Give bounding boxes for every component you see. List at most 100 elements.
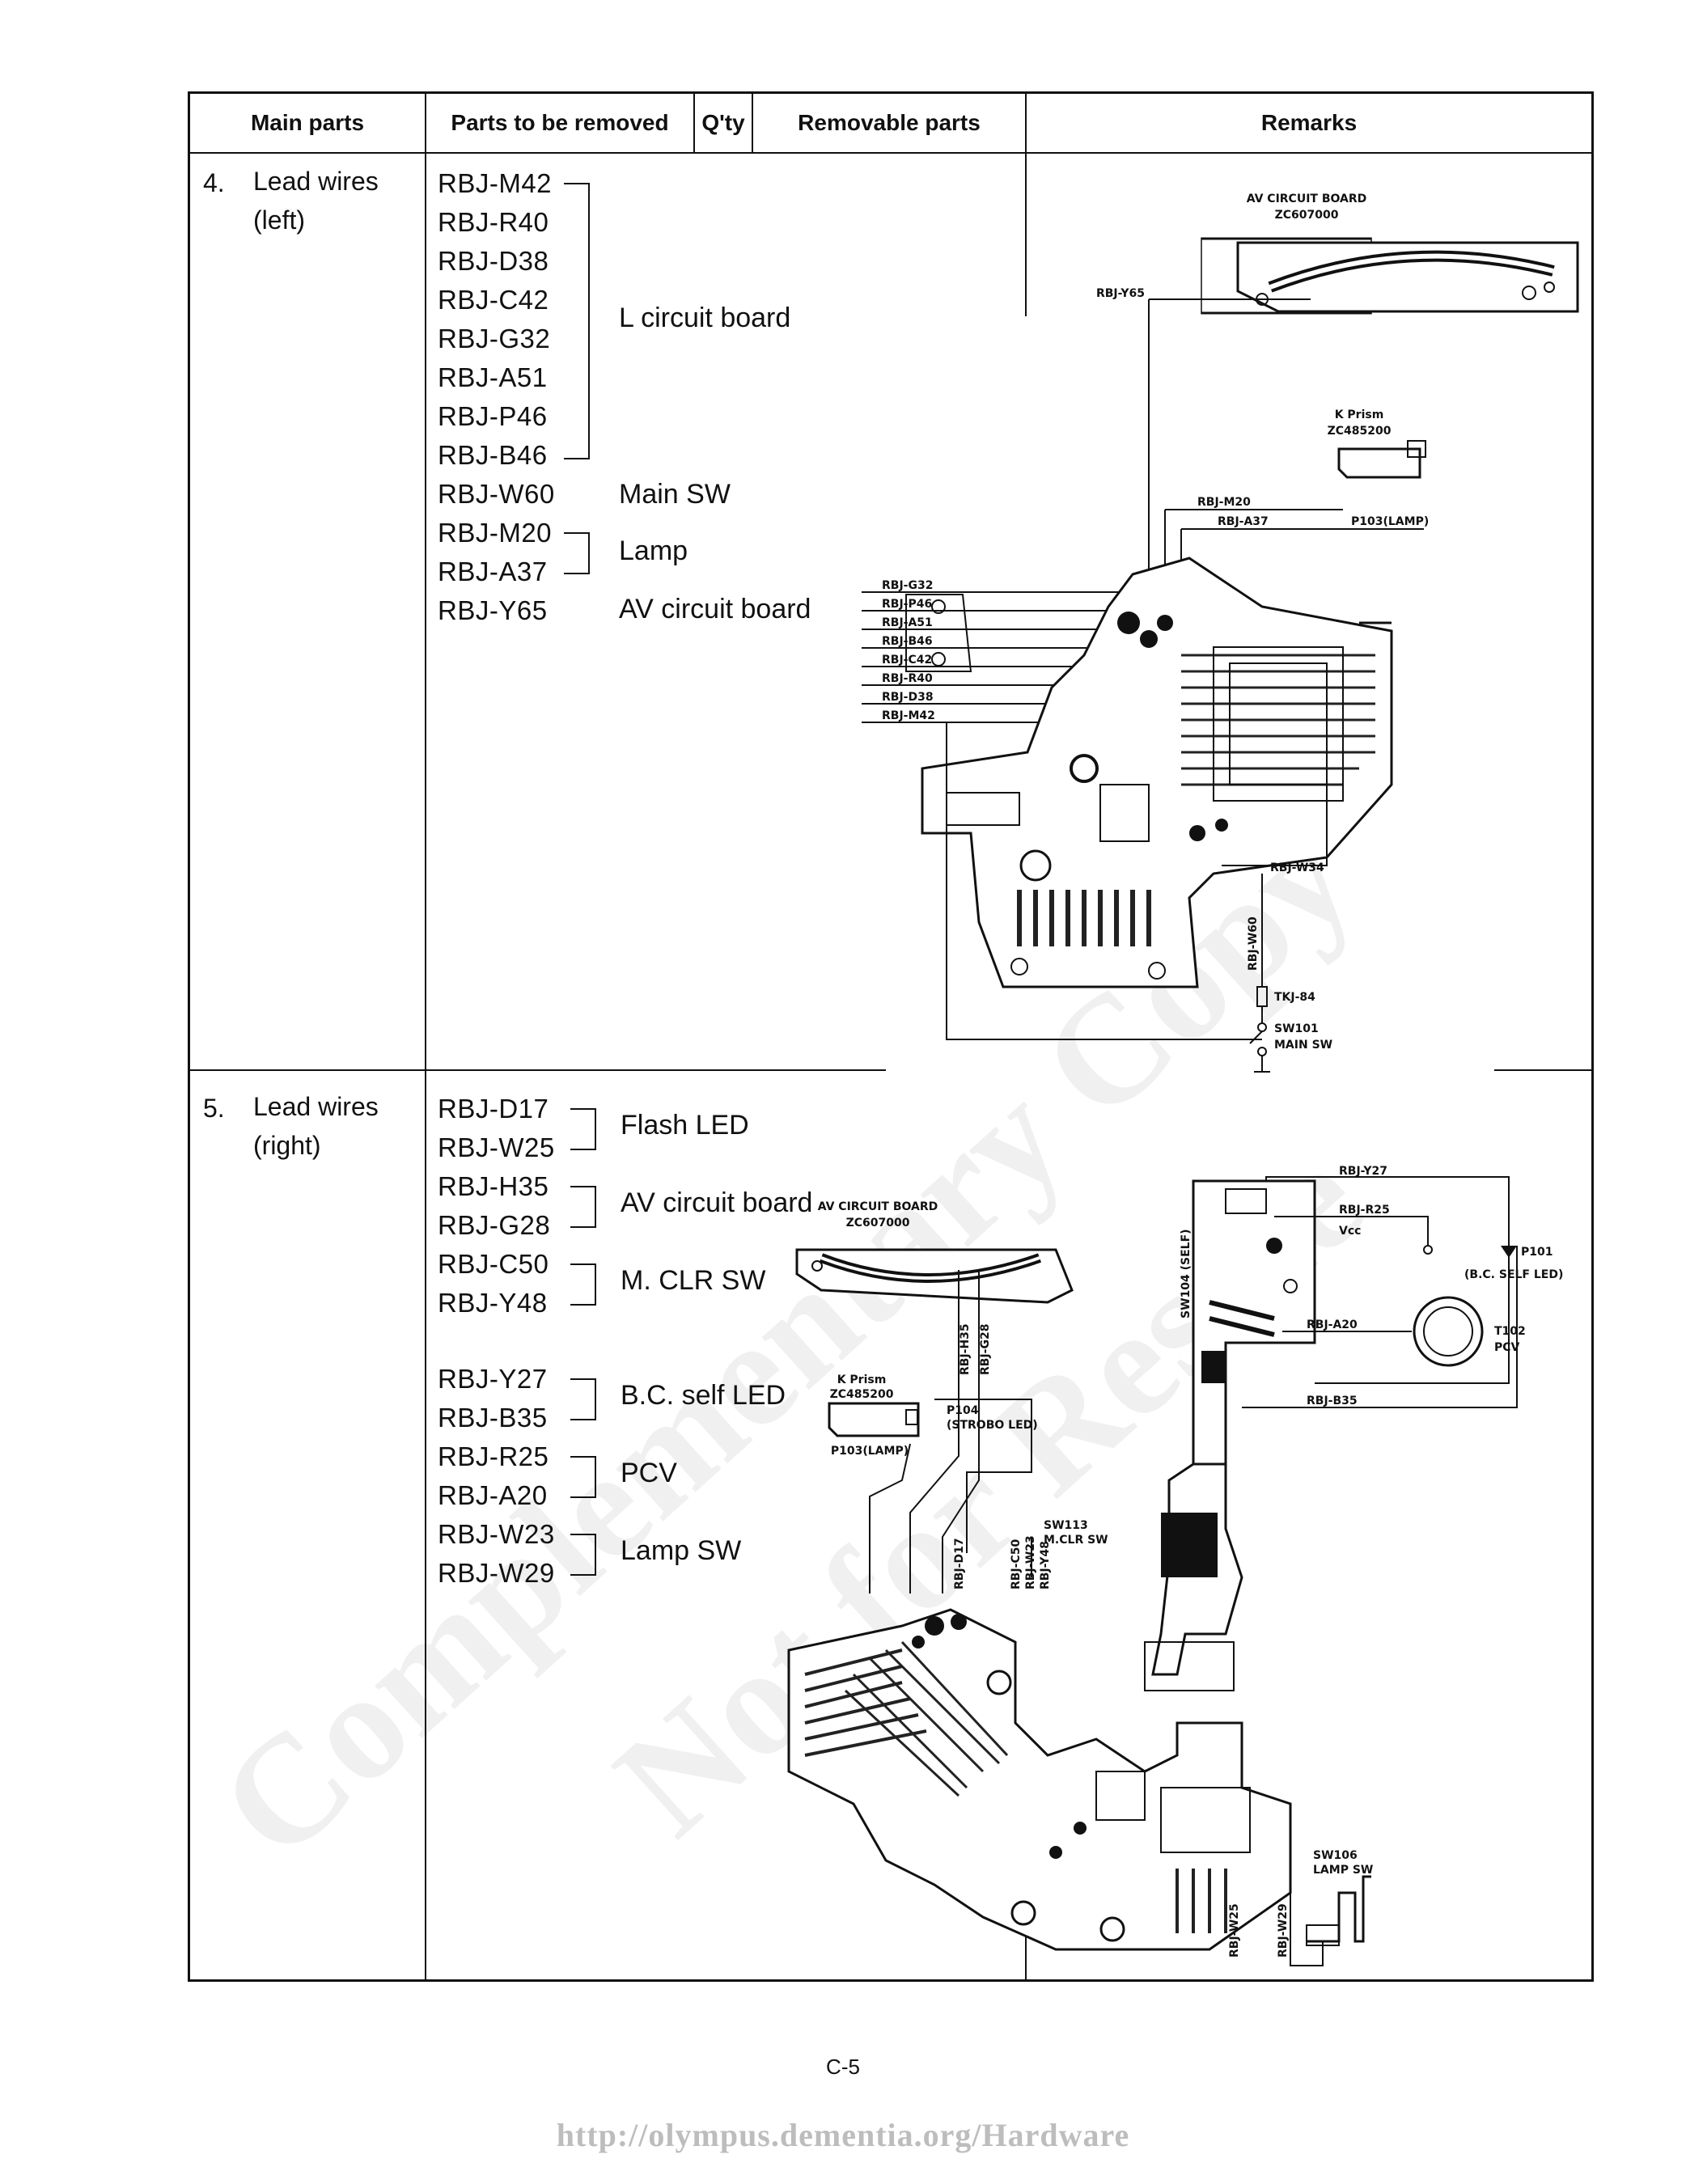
lamp-sw-part bbox=[1306, 1875, 1371, 1946]
part: RBJ-C50 bbox=[438, 1249, 549, 1279]
p101-label: P101 bbox=[1521, 1246, 1553, 1259]
wire-y27-label: RBJ-Y27 bbox=[1339, 1165, 1387, 1178]
wire-w25-label: RBJ-W25 bbox=[1228, 1903, 1241, 1958]
wire-g28-label: RBJ-G28 bbox=[979, 1324, 992, 1375]
wire-w29-label: RBJ-W29 bbox=[1277, 1903, 1290, 1958]
part: RBJ-D17 bbox=[438, 1094, 549, 1124]
wire-h35-label: RBJ-H35 bbox=[959, 1323, 972, 1375]
k-prism-code: ZC485200 bbox=[1328, 425, 1392, 438]
page-number: C-5 bbox=[826, 2055, 860, 2079]
col-divider-1 bbox=[425, 94, 426, 1979]
sw113-label: SW113 bbox=[1044, 1519, 1088, 1532]
main-flex-board bbox=[787, 1608, 1292, 1951]
wire-a37-label: RBJ-A37 bbox=[1218, 515, 1269, 528]
wire-label: RBJ-D38 bbox=[882, 691, 934, 704]
part: RBJ-A51 bbox=[438, 362, 548, 392]
p104-label: P104 bbox=[947, 1404, 979, 1417]
group-mclr-sw: M. CLR SW bbox=[621, 1265, 766, 1296]
strobo-label: (STROBO LED) bbox=[947, 1419, 1038, 1432]
group-lamp: Lamp bbox=[619, 535, 688, 566]
col-divider-3 bbox=[752, 94, 753, 152]
tkj-label: TKJ-84 bbox=[1274, 991, 1315, 1004]
group-bc-self-led: B.C. self LED bbox=[621, 1380, 786, 1411]
bracket-flash bbox=[570, 1108, 596, 1150]
wire-w60-label: RBJ-W60 bbox=[1247, 916, 1260, 971]
wire-d17-label: RBJ-D17 bbox=[953, 1538, 966, 1589]
wire-label: RBJ-G32 bbox=[882, 579, 933, 592]
bracket-mclr bbox=[570, 1263, 596, 1306]
part: RBJ-Y48 bbox=[438, 1288, 548, 1318]
av-circuit-board-shape-2 bbox=[795, 1248, 1074, 1304]
part: RBJ-A37 bbox=[438, 557, 548, 586]
item4-name-line1: Lead wires bbox=[253, 167, 379, 196]
main-sw-label: MAIN SW bbox=[1274, 1039, 1332, 1052]
source-url: http://olympus.dementia.org/Hardware bbox=[556, 2117, 1130, 2153]
k-prism-label: K Prism bbox=[1335, 408, 1384, 421]
bracket-bc bbox=[570, 1378, 596, 1420]
part: RBJ-D38 bbox=[438, 246, 549, 276]
disassembly-table: Main parts Parts to be removed Q'ty Remo… bbox=[188, 91, 1594, 1982]
part: RBJ-R25 bbox=[438, 1441, 549, 1471]
group-av-circuit-board: AV circuit board bbox=[619, 594, 811, 624]
wire-a20-label: RBJ-A20 bbox=[1307, 1318, 1358, 1331]
sw106-label: SW106 bbox=[1313, 1849, 1358, 1862]
wire-label: RBJ-P46 bbox=[882, 598, 932, 611]
wire-list-left: RBJ-G32 RBJ-P46 RBJ-A51 RBJ-B46 RBJ-C42 … bbox=[862, 579, 1149, 723]
mclr-label: M.CLR SW bbox=[1044, 1534, 1108, 1547]
p103-label-2: P103(LAMP) bbox=[831, 1445, 909, 1458]
wire-label: RBJ-M42 bbox=[882, 709, 935, 722]
part: RBJ-H35 bbox=[438, 1171, 549, 1201]
header-remarks: Remarks bbox=[1260, 110, 1358, 135]
lead-wires-left-diagram: AV CIRCUIT BOARD ZC607000 RBJ-Y65 K Pris… bbox=[862, 193, 1579, 1073]
lamp-sw-label: LAMP SW bbox=[1313, 1864, 1373, 1877]
part: RBJ-G32 bbox=[438, 324, 551, 353]
row-divider bbox=[190, 1069, 886, 1071]
k-prism-label-2: K Prism bbox=[837, 1373, 887, 1386]
bracket-pcv bbox=[570, 1456, 596, 1498]
item5-name: Lead wires (right) bbox=[253, 1087, 379, 1165]
bracket-l-board bbox=[564, 183, 590, 459]
wire-y65-label: RBJ-Y65 bbox=[1096, 287, 1145, 300]
av-board-label-2: AV CIRCUIT BOARD bbox=[818, 1200, 938, 1213]
bracket-av bbox=[570, 1186, 596, 1228]
vertical-flex-board bbox=[1144, 1462, 1243, 1691]
item4-number: 4. bbox=[203, 168, 225, 197]
wire-c50-label: RBJ-C50 bbox=[1010, 1539, 1023, 1589]
vcc-label: Vcc bbox=[1339, 1225, 1361, 1238]
wire-y48-label: RBJ-Y48 bbox=[1039, 1541, 1052, 1589]
group-main-sw: Main SW bbox=[619, 479, 731, 510]
k-prism-board-2 bbox=[828, 1402, 920, 1437]
item5-number: 5. bbox=[203, 1094, 225, 1123]
part: RBJ-Y65 bbox=[438, 595, 548, 625]
k-prism-board bbox=[1337, 440, 1426, 479]
sw104-label: SW104 (SELF) bbox=[1180, 1229, 1192, 1318]
wire-b35-label: RBJ-B35 bbox=[1307, 1395, 1358, 1407]
header-main-parts: Main parts bbox=[250, 110, 365, 135]
self-flex-board bbox=[1192, 1179, 1316, 1466]
part: RBJ-B35 bbox=[438, 1403, 548, 1433]
part: RBJ-M20 bbox=[438, 518, 553, 548]
l-circuit-board bbox=[905, 557, 1393, 988]
part: RBJ-W23 bbox=[438, 1519, 555, 1549]
col-divider-4 bbox=[1025, 94, 1027, 316]
bc-self-label: (B.C. SELF LED) bbox=[1464, 1268, 1563, 1281]
wire-label: RBJ-R40 bbox=[882, 672, 933, 685]
group-av-circuit-board-2: AV circuit board bbox=[621, 1187, 813, 1218]
wire-label: RBJ-B46 bbox=[882, 635, 933, 648]
group-lamp-sw: Lamp SW bbox=[621, 1535, 742, 1566]
wire-w34-label: RBJ-W34 bbox=[1270, 861, 1324, 874]
k-prism-code-2: ZC485200 bbox=[830, 1388, 894, 1401]
item5-name-line2: (right) bbox=[253, 1131, 321, 1160]
pcv-label: PCV bbox=[1494, 1341, 1520, 1354]
wire-w23-label: RBJ-W23 bbox=[1024, 1535, 1037, 1589]
wire-r25-label: RBJ-R25 bbox=[1339, 1204, 1390, 1217]
part: RBJ-Y27 bbox=[438, 1364, 548, 1394]
part: RBJ-M42 bbox=[438, 168, 553, 198]
wire-label: RBJ-C42 bbox=[882, 654, 932, 667]
part: RBJ-W60 bbox=[438, 479, 555, 509]
av-board-code-2: ZC607000 bbox=[846, 1217, 910, 1230]
group-l-circuit-board: L circuit board bbox=[619, 303, 791, 333]
bracket-lamp bbox=[564, 532, 590, 574]
part: RBJ-C42 bbox=[438, 285, 549, 315]
